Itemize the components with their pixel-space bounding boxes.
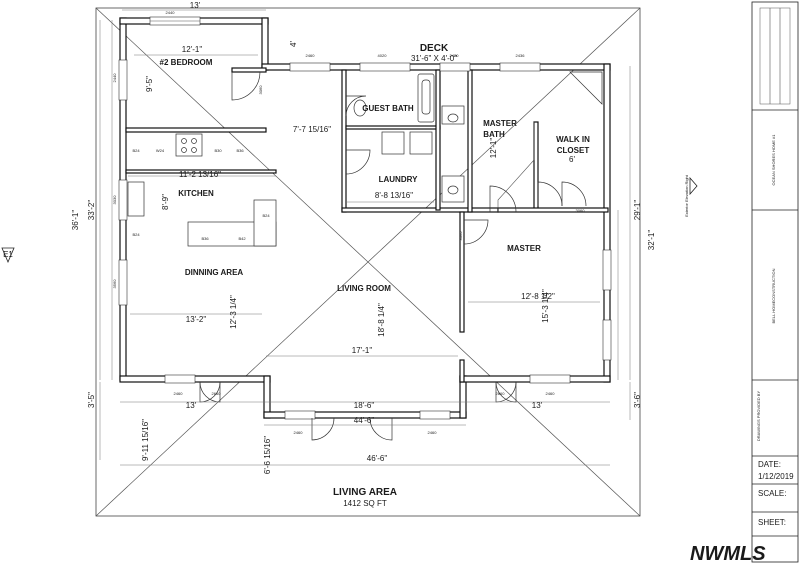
tag-2440b: 2440 <box>112 73 117 83</box>
dim-living-height: 18'-8 1/4" <box>377 303 386 337</box>
date-label: DATE: <box>758 460 781 469</box>
sheet-label: SHEET: <box>758 518 786 527</box>
tag-2440: 2440 <box>166 10 176 15</box>
room-guest-bath: GUEST BATH <box>362 104 414 113</box>
dim-closet: 6' <box>569 155 575 164</box>
living-area-title: LIVING AREA <box>333 487 397 498</box>
tag-3030: 3030 <box>112 195 117 205</box>
dim-hall: 7'-7 15/16" <box>293 125 331 134</box>
dim-bump-18: 18'-6" <box>354 401 375 410</box>
room-walk-in-2: CLOSET <box>557 146 590 155</box>
dimension-lines <box>99 9 631 466</box>
title-block-project: OCEAN SHORES HOME #1 <box>771 134 776 186</box>
north-marker-label: Exterior Elevation Right <box>684 174 689 217</box>
room-master-bath-2: BATH <box>483 130 505 139</box>
dim-master-width: 12'-8 1/2" <box>521 292 555 301</box>
dim-bedroom-width: 12'-1" <box>182 45 203 54</box>
dim-left-35: 3'-5" <box>87 392 96 408</box>
dim-kitchen-height: 8'-9" <box>161 194 170 210</box>
roof-hip-line <box>95 7 641 517</box>
tag-2860: 2860 <box>496 391 506 396</box>
dim-kitchen-width: 11'-2 13/16" <box>179 170 221 179</box>
tag-3060d: 3060 <box>576 208 586 213</box>
tag-3060: 3060 <box>258 85 263 95</box>
window-tags: 2440 2440 3060 2460 4020 2420 2436 3560 … <box>112 10 585 435</box>
dim-bottom-13-left: 13' <box>186 401 197 410</box>
dim-bump-44: 44'-6" <box>354 416 375 425</box>
dim-bedroom-height: 9'-5" <box>145 76 154 92</box>
dim-total-46: 46'-6" <box>367 454 388 463</box>
dim-bottom-13-right: 13' <box>532 401 543 410</box>
dim-laundry: 8'-8 13/16" <box>375 191 413 200</box>
deck-size: 31'-6" X 4'-0" <box>411 54 457 63</box>
title-block: OCEAN SHORES HOME #1 BELL HOMECONSTRUCTI… <box>751 1 799 563</box>
roof-outline <box>95 7 641 517</box>
date-value: 1/12/2019 <box>758 472 794 481</box>
elevation-marker-label: E1 <box>3 250 13 259</box>
tag-2460e: 2460 <box>428 430 438 435</box>
tag-b36: B36 <box>236 148 244 153</box>
room-living: LIVING ROOM <box>337 284 391 293</box>
room-master-bath-1: MASTER <box>483 119 517 128</box>
dim-living-width: 17'-1" <box>352 346 373 355</box>
room-walk-in-1: WALK IN <box>556 135 590 144</box>
tag-w24: W24 <box>156 148 165 153</box>
room-bedroom2: #2 BEDROOM <box>160 58 213 67</box>
dim-bump-depth: 6'-6 15/16" <box>263 436 272 474</box>
walls <box>119 17 611 419</box>
tag-2460: 2460 <box>306 53 316 58</box>
tag-b24c: B24 <box>132 232 140 237</box>
north-marker: Exterior Elevation Right <box>684 174 698 217</box>
dim-master-bath: 12'-1" <box>489 138 498 159</box>
dim-left-911: 9'-11 15/16" <box>141 419 150 461</box>
tag-b24: B24 <box>132 148 140 153</box>
tag-3560: 3560 <box>112 279 117 289</box>
tag-b24b: B24 <box>262 213 270 218</box>
room-kitchen: KITCHEN <box>178 189 214 198</box>
fixtures <box>127 71 603 247</box>
room-master: MASTER <box>507 244 541 253</box>
dim-dining-width: 13'-2" <box>186 315 207 324</box>
room-laundry: LAUNDRY <box>379 175 418 184</box>
scale-label: SCALE: <box>758 489 786 498</box>
tag-3060c: 3060 <box>458 231 463 241</box>
dim-right-32: 32'-1" <box>647 230 656 251</box>
dim-four: 4' <box>289 41 298 47</box>
windows <box>118 16 612 420</box>
tag-2460b: 2460 <box>174 391 184 396</box>
room-dining: DINNING AREA <box>185 268 244 277</box>
deck-label: DECK <box>420 43 449 54</box>
tag-2436: 2436 <box>516 53 526 58</box>
tag-b36b: B36 <box>201 236 209 241</box>
doors <box>199 71 587 441</box>
tag-b30: B30 <box>214 148 222 153</box>
tag-2660: 2660 <box>212 391 222 396</box>
dim-right-29: 29'-1" <box>633 200 642 221</box>
elevation-marker: E1 <box>1 247 15 264</box>
tag-2460c: 2460 <box>546 391 556 396</box>
dim-left-33: 33'-2" <box>87 200 96 221</box>
tag-b42: B42 <box>238 236 246 241</box>
living-area-size: 1412 SQ FT <box>343 499 387 508</box>
dim-left-36: 36'-1" <box>71 210 80 231</box>
watermark: NWMLS <box>690 543 766 565</box>
title-block-drawn-by: DRAWINGS PROVIDED BY <box>756 391 761 442</box>
dim-top-13: 13' <box>190 1 201 10</box>
dim-right-36: 3'-6" <box>633 392 642 408</box>
tag-4020: 4020 <box>378 53 388 58</box>
appliance-tags: B24 W24 B30 B36 B36 B42 B24 B24 <box>132 148 270 241</box>
dim-master-height: 15'-3 1/4" <box>541 289 550 323</box>
tag-2420: 2420 <box>450 53 460 58</box>
dim-dining-height: 12'-3 1/4" <box>229 295 238 329</box>
title-block-company: BELL HOMECONSTRUCTION <box>771 268 776 323</box>
tag-2460d: 2460 <box>294 430 304 435</box>
